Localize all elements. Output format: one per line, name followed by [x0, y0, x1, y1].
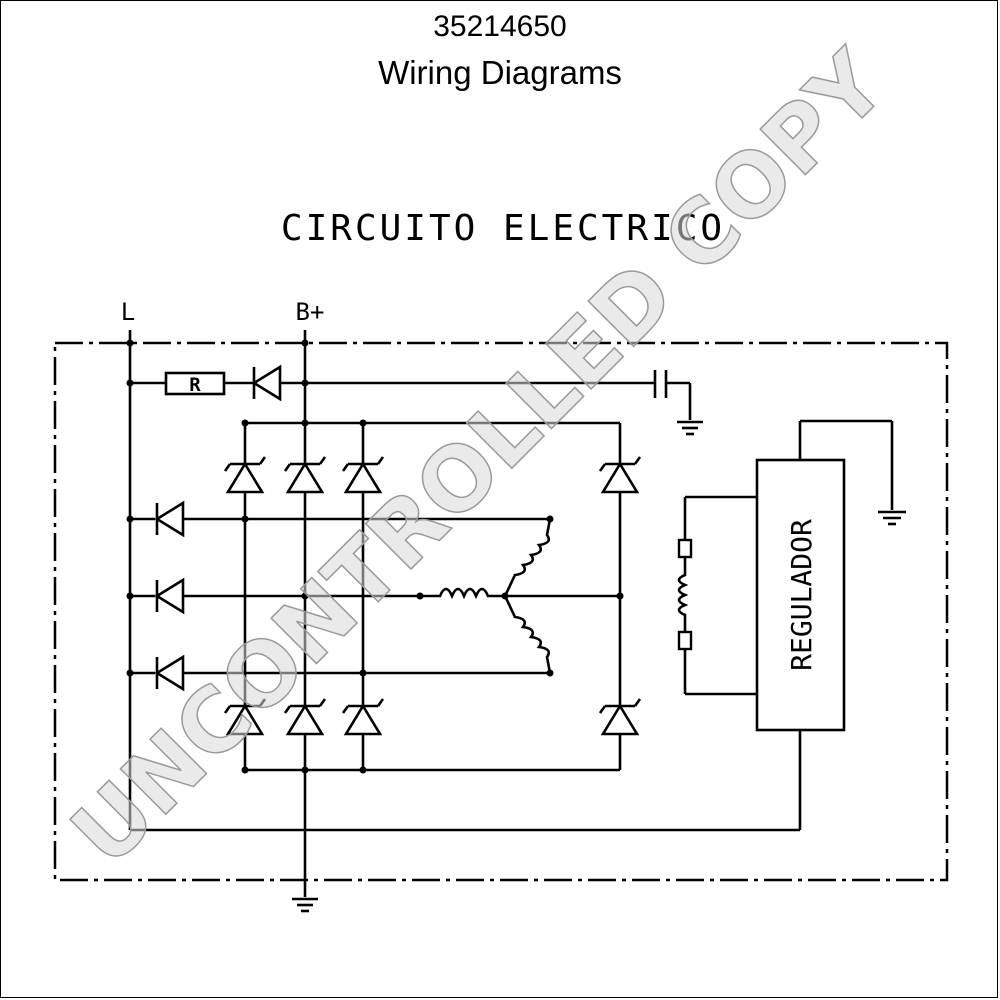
suppression-capacitor [653, 370, 703, 436]
exciter-diodes [155, 501, 185, 691]
document-title: Wiring Diagrams [378, 54, 622, 91]
regulator-block [755, 419, 894, 732]
terminal-l-label: L [121, 298, 135, 326]
terminal-b-plus-line [301, 330, 309, 897]
schematic-heading: CIRCUITO ELECTRICO [281, 208, 725, 249]
stator-windings [420, 518, 552, 674]
watermark-text: UNCONTROLLED COPY [52, 31, 907, 886]
resistor-diode-branch [130, 365, 655, 401]
rotor-field-winding [677, 495, 757, 696]
terminal-l-line [126, 330, 802, 832]
part-number: 35214650 [433, 10, 567, 43]
resistor-label: R [189, 374, 201, 396]
regulator-label: REGULADOR [785, 519, 818, 671]
terminal-b-plus-label: B+ [296, 298, 325, 326]
housing-outline [53, 341, 949, 882]
ground-symbol-regulator [878, 510, 906, 526]
phase-lines [130, 515, 620, 677]
ground-symbol-bottom [292, 897, 318, 913]
